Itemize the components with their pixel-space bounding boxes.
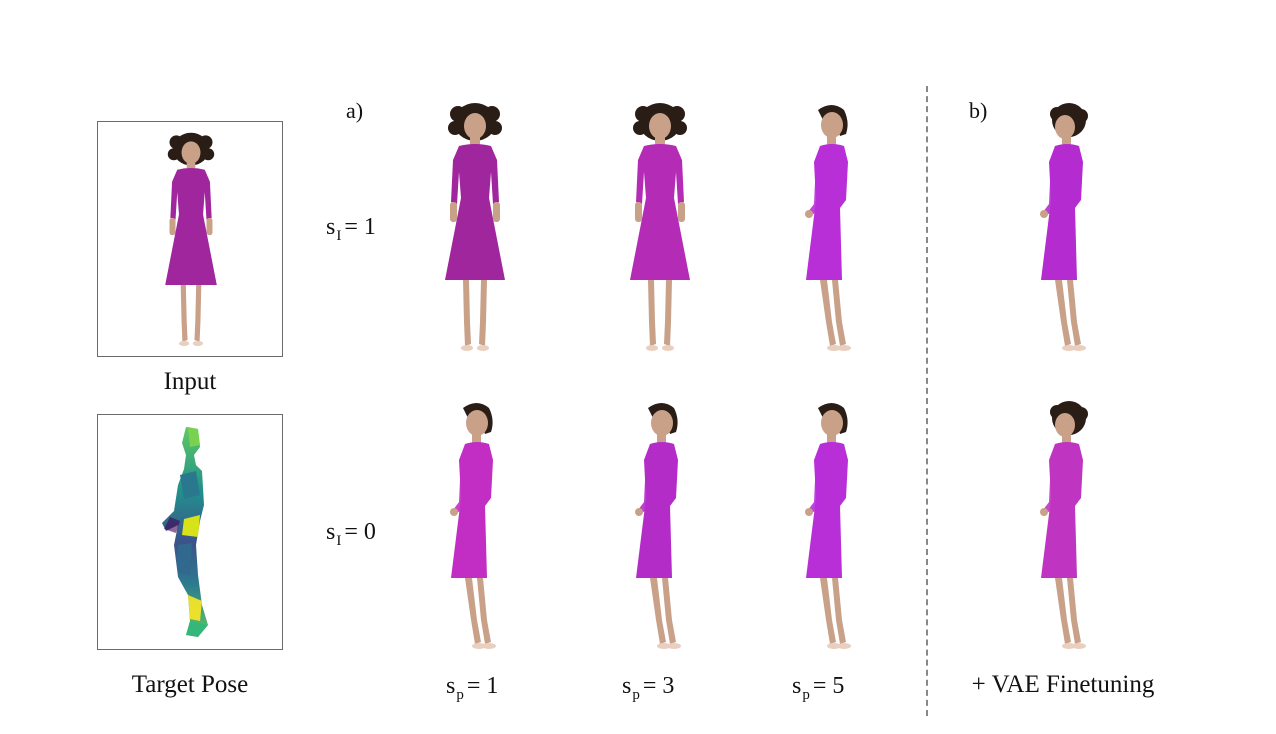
panel-a-label: a) — [346, 98, 364, 123]
vae-finetuned-result-top — [1015, 94, 1115, 366]
input-caption: Input — [163, 368, 217, 395]
vae-finetuning-caption: + VAE Finetuning — [971, 671, 1155, 698]
vae-finetuned-result-bottom — [1015, 392, 1115, 664]
densepose-image — [162, 427, 208, 637]
result-si0-sp1 — [425, 392, 525, 664]
result-si0-sp3 — [610, 392, 710, 664]
result-si1-sp3 — [610, 94, 710, 366]
target-pose-frame — [97, 414, 283, 650]
result-si1-sp5 — [780, 94, 880, 366]
col-label-sp-5: sp= 5 — [792, 673, 845, 703]
col-label-sp-3: sp= 3 — [622, 673, 675, 703]
input-person-image — [148, 130, 234, 354]
row-label-si-1: sI= 1 — [326, 214, 376, 244]
panel-b-label: b) — [969, 98, 988, 123]
result-si0-sp5 — [780, 392, 880, 664]
result-si1-sp1 — [425, 94, 525, 366]
row-label-si-0: sI= 0 — [326, 519, 376, 549]
panel-divider — [926, 86, 928, 716]
target-pose-caption: Target Pose — [131, 671, 249, 698]
col-label-sp-1: sp= 1 — [446, 673, 499, 703]
input-image-frame — [97, 121, 283, 357]
